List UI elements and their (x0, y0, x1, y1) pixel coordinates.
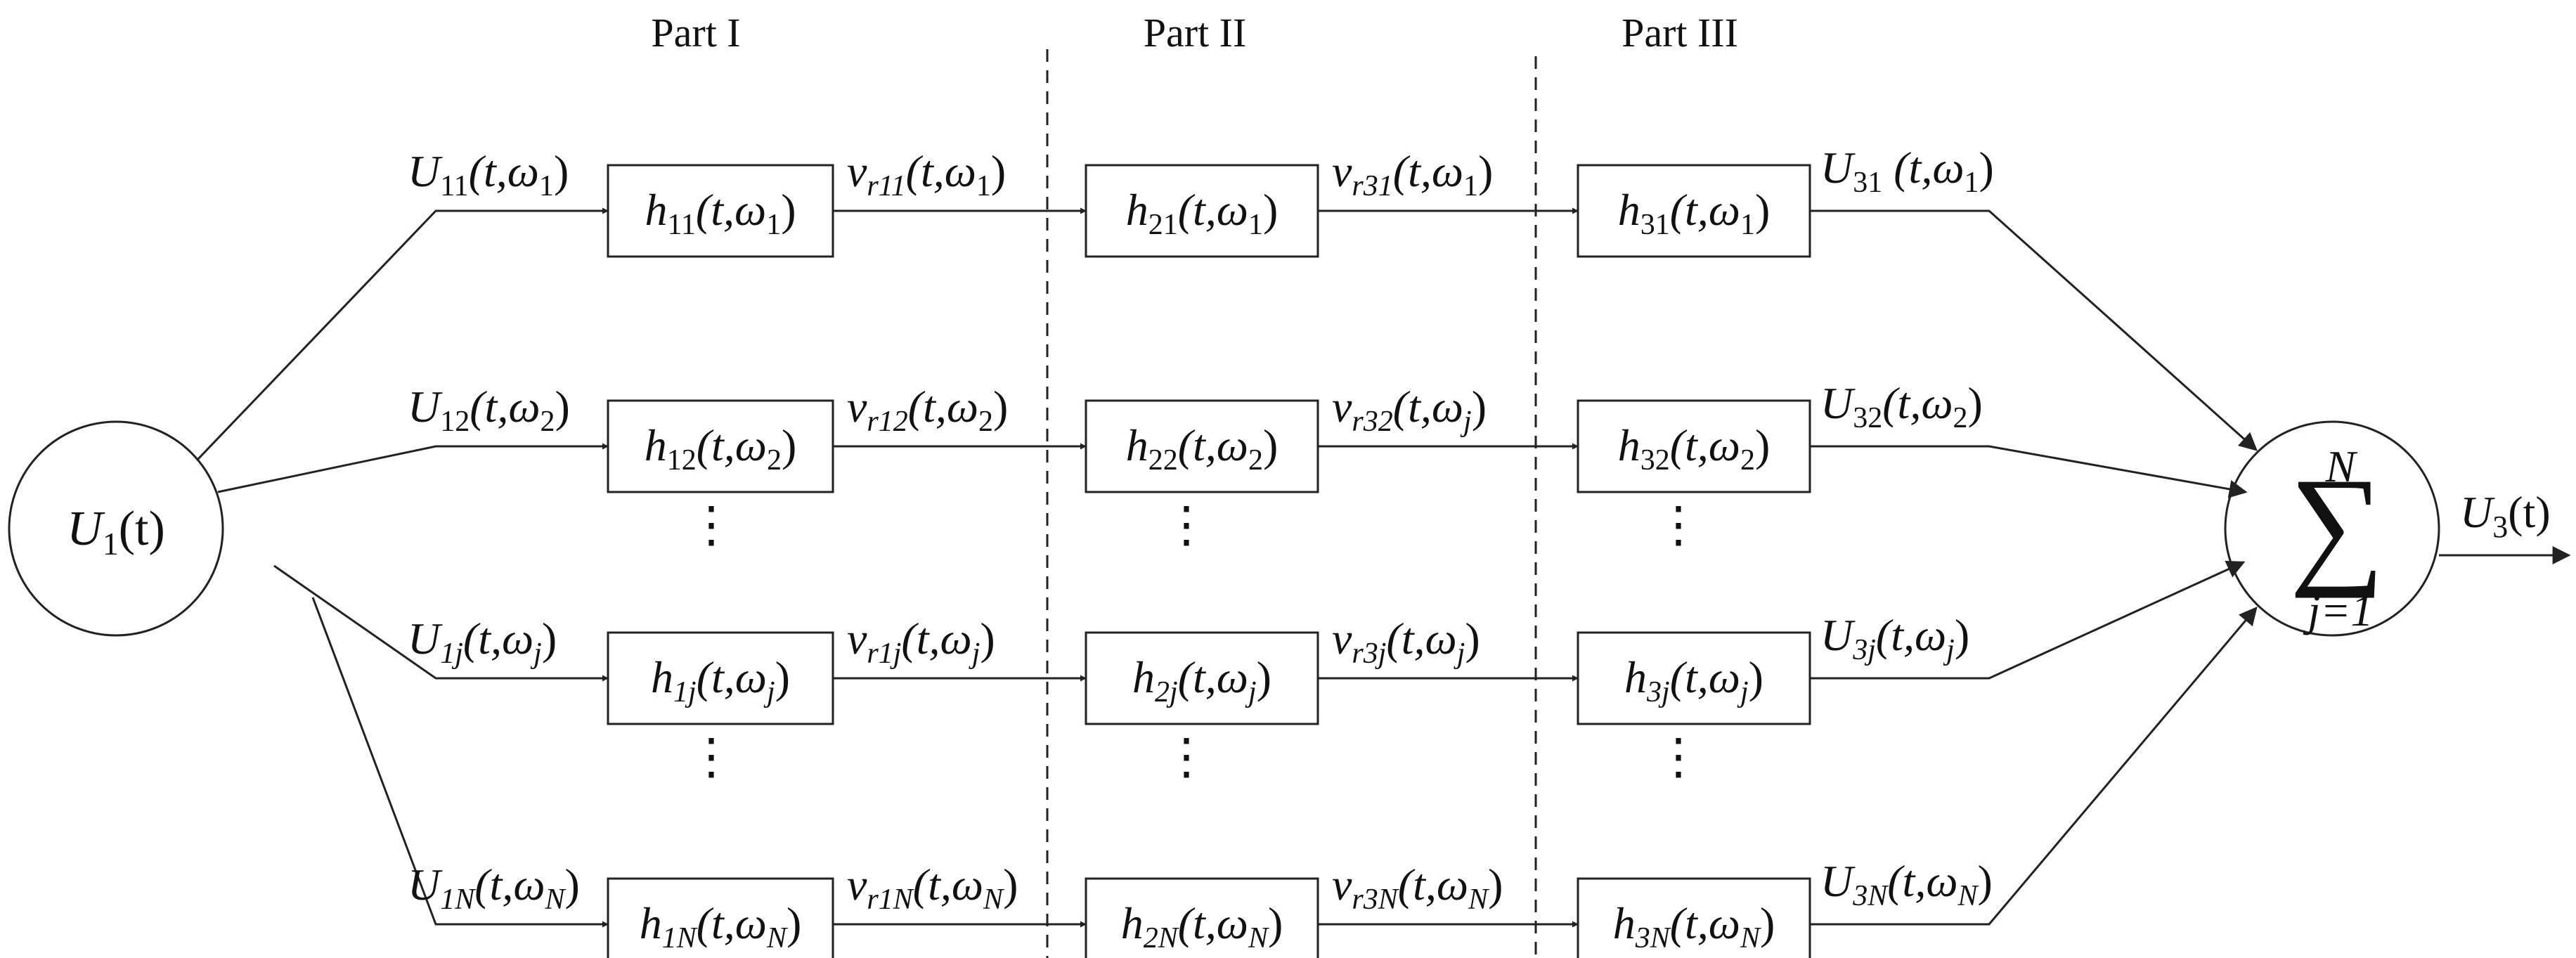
filter-box-stage3-label: h31(t,ω1) (1618, 185, 1771, 241)
stage1-output-label: vr1N(t,ωN) (847, 860, 1018, 916)
filter-box-stage2 (1085, 164, 1319, 258)
filter-box-stage3-label: h32(t,ω2) (1618, 420, 1771, 477)
output-branch-line (1810, 445, 2248, 498)
output-branch-line (1810, 607, 2258, 926)
output-branch-label: U3N(t,ωN) (1820, 856, 1993, 912)
filter-box-stage2-label: h2j(t,ωj) (1132, 652, 1271, 708)
filter-box-stage1 (607, 877, 834, 958)
filter-box-stage2-label: h2N(t,ωN) (1121, 898, 1283, 954)
ellipsis-stage3-upper: ⋮ (1654, 498, 1703, 552)
sum-lower-limit: j=1 (2303, 585, 2374, 635)
ellipsis-stage1-lower: ⋮ (687, 730, 736, 784)
input-branch-line (311, 597, 609, 928)
filter-box-stage2 (1085, 877, 1319, 958)
input-branch-label: U11(t,ω1) (408, 146, 569, 202)
stage2-output-label: vr31(t,ω1) (1332, 146, 1493, 202)
output-branch-line (1810, 560, 2246, 680)
filter-box-stage3-label: h3j(t,ωj) (1624, 652, 1763, 708)
channel-rows: U11(t,ω1) h11(t,ω1) vr11(t,ω1) h21(t,ω1) vr3… (195, 143, 2258, 958)
stage2-output-label: vr3N(t,ωN) (1332, 860, 1503, 916)
ellipsis-stage1-upper: ⋮ (687, 498, 736, 552)
output-branch-label: U32(t,ω2) (1820, 378, 1983, 434)
stage2-output-label: vr32(t,ωj) (1332, 382, 1487, 438)
stage1-output-label: vr11(t,ω1) (847, 146, 1006, 202)
filter-box-stage2-label: h22(t,ω2) (1126, 420, 1279, 477)
filter-box-stage1 (607, 164, 834, 258)
filter-box-stage2 (1085, 399, 1319, 493)
ellipsis-stage3-lower: ⋮ (1654, 730, 1703, 784)
input-node-label: U1(t) (67, 502, 165, 562)
filter-box-stage1 (607, 631, 834, 725)
part-label-3: Part III (1622, 10, 1738, 56)
output-branch-label: U3j(t,ωj) (1820, 610, 1969, 666)
sum-upper-limit: N (2325, 441, 2358, 491)
filter-box-stage1-label: h12(t,ω2) (645, 420, 797, 477)
output-branch-label: U31 (t,ω1) (1820, 143, 1994, 199)
filter-box-stage1-label: h1j(t,ωj) (651, 652, 790, 708)
filter-box-stage3 (1577, 631, 1811, 725)
input-branch-line (273, 564, 609, 682)
ellipsis-stage2-upper: ⋮ (1162, 498, 1211, 552)
sum-node (2224, 420, 2440, 637)
stage1-output-label: vr12(t,ω2) (847, 382, 1008, 438)
stage1-output-label: vr1j(t,ωj) (847, 614, 995, 670)
input-branch-label: U1N(t,ωN) (408, 860, 580, 916)
filter-box-stage1 (607, 399, 834, 493)
input-branch-line (195, 207, 609, 462)
filter-box-stage3-label: h3N(t,ωN) (1613, 898, 1775, 954)
input-node (8, 420, 224, 637)
part-label-2: Part II (1144, 10, 1247, 56)
filter-box-stage3 (1577, 164, 1811, 258)
filter-box-stage1-label: h11(t,ω1) (645, 185, 796, 241)
filter-box-stage3 (1577, 877, 1811, 958)
input-branch-label: U12(t,ω2) (408, 382, 570, 438)
stage2-output-label: vr3j(t,ωj) (1332, 614, 1480, 670)
ellipsis-stage2-lower: ⋮ (1162, 730, 1211, 784)
input-branch-line (217, 443, 609, 493)
sigma-symbol: ∑ (2289, 451, 2384, 599)
output-branch-line (1810, 209, 2258, 451)
part-label-1: Part I (651, 10, 740, 56)
input-branch-label: U1j(t,ωj) (408, 614, 557, 670)
output-label: U3(t) (2460, 487, 2551, 544)
filter-box-stage2-label: h21(t,ω1) (1126, 185, 1279, 241)
filter-box-stage1-label: h1N(t,ωN) (640, 898, 802, 954)
